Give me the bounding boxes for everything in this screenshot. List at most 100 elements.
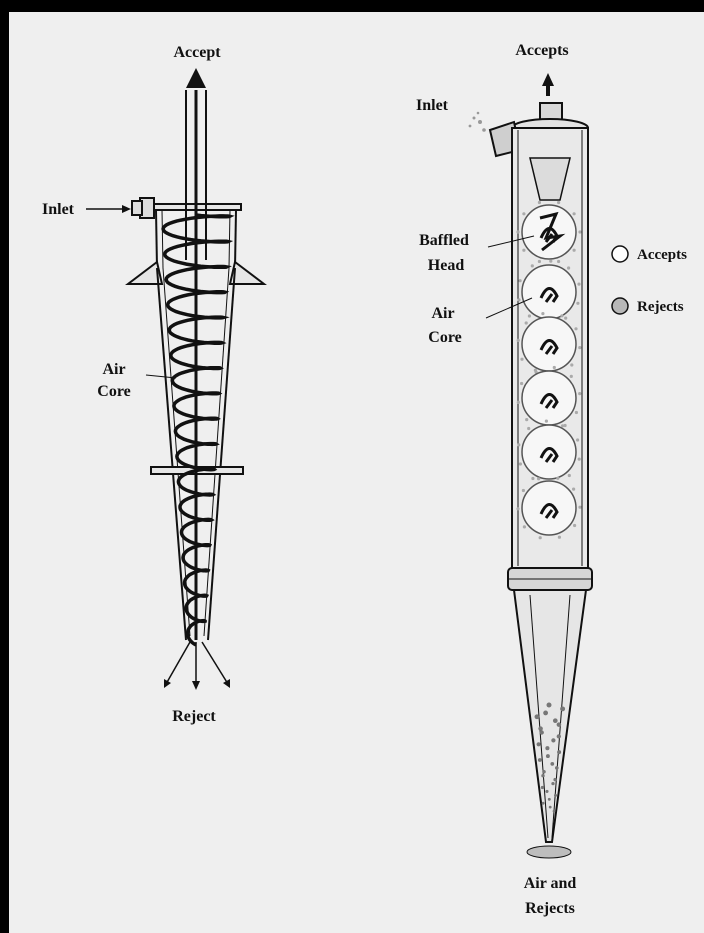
right-accepts-label: Accepts [515, 42, 568, 59]
reject-particle [539, 536, 542, 539]
reject-particle [517, 443, 520, 446]
cone-reject-particle [549, 806, 552, 809]
right-bottom-label-line2: Rejects [525, 900, 575, 917]
cone-reject-particle [548, 798, 551, 801]
cone-reject-particle [551, 738, 555, 742]
reject-particle [578, 346, 581, 349]
reject-particle [531, 477, 534, 480]
legend-rejects-swatch [612, 298, 628, 314]
left-cone-inner-right [204, 268, 229, 636]
left-cone-wall-right [208, 268, 235, 640]
vortex-chamber-ring [522, 481, 576, 535]
reject-particle [527, 427, 530, 430]
cone-reject-particle [553, 778, 556, 781]
reject-particle [570, 363, 573, 366]
left-air-core-label-line2: Core [97, 383, 130, 400]
left-cylinder-inner-right [229, 210, 230, 268]
reject-particle [567, 266, 570, 269]
reject-particle [560, 314, 563, 317]
cone-reject-particle [554, 794, 557, 797]
left-cone-wall-left [157, 268, 186, 640]
left-accept-label: Accept [173, 44, 221, 61]
cone-reject-particle [557, 750, 561, 754]
reject-particle [557, 260, 560, 263]
right-accepts-arrow [542, 73, 554, 96]
reject-particle [517, 401, 520, 404]
cone-reject-particle [551, 782, 554, 785]
reject-particle [578, 506, 581, 509]
reject-particle [573, 212, 576, 215]
reject-particle [564, 317, 567, 320]
cone-reject-particle [542, 802, 545, 805]
reject-particle [516, 230, 519, 233]
cone-reject-particle [541, 774, 544, 777]
reject-particle [549, 260, 552, 263]
reject-particle [519, 462, 522, 465]
left-accept-arrow [186, 68, 206, 88]
cone-reject-particle [550, 762, 554, 766]
reject-particle [578, 458, 581, 461]
reject-particle [517, 298, 520, 301]
reject-particle [531, 264, 534, 267]
cone-reject-particle [557, 734, 561, 738]
right-baffled-head-line1: Baffled [419, 232, 469, 249]
vortex-chamber-ring [522, 317, 576, 371]
right-air-core-line2: Core [428, 329, 461, 346]
legend-accepts-swatch [612, 246, 628, 262]
reject-particle [558, 536, 561, 539]
right-inlet-spray [469, 112, 486, 132]
vortex-chamber-ring [522, 371, 576, 425]
reject-particle [537, 477, 540, 480]
reject-particle [525, 321, 528, 324]
reject-particle [556, 477, 559, 480]
left-cylinder-wall-right [235, 210, 236, 268]
cone-reject-particle [545, 790, 548, 793]
reject-particle [545, 420, 548, 423]
left-reject-label: Reject [172, 708, 216, 725]
cone-reject-particle [535, 714, 540, 719]
cone-reject-particle [546, 754, 550, 758]
reject-particle [519, 279, 522, 282]
right-inlet-label: Inlet [416, 97, 449, 114]
reject-particle [564, 424, 567, 427]
reject-particle [520, 382, 523, 385]
reject-particle [538, 201, 541, 204]
reject-particle [577, 283, 580, 286]
reject-particle [522, 212, 525, 215]
cone-reject-particle [542, 770, 546, 774]
reject-particle [570, 375, 573, 378]
reject-particle [573, 524, 576, 527]
vortex-chamber-ring [522, 265, 576, 319]
reject-particle [576, 302, 579, 305]
cone-reject-particle [555, 766, 559, 770]
reject-particle [522, 489, 525, 492]
legend-accepts-label: Accepts [637, 247, 687, 263]
cone-reject-particle [541, 786, 544, 789]
left-inlet-arrow [86, 205, 131, 213]
reject-particle [574, 327, 577, 330]
cone-reject-particle [538, 758, 542, 762]
right-reject-pile [527, 846, 571, 858]
cone-reject-particle [538, 726, 542, 730]
reject-particle [572, 488, 575, 491]
left-cylinder-inner-left [162, 210, 163, 268]
reject-particle [553, 366, 556, 369]
cone-reject-particle [543, 710, 548, 715]
left-air-core-label-line1: Air [102, 361, 125, 378]
reject-particle [557, 201, 560, 204]
right-lower-cone [514, 590, 586, 842]
left-cylinder-wall-left [156, 210, 157, 268]
cone-reject-particle [560, 706, 565, 711]
left-inlet-label: Inlet [42, 201, 75, 218]
reject-particle [576, 438, 579, 441]
left-reject-arrows [164, 642, 230, 690]
left-inlet-flange [132, 201, 142, 215]
reject-particle [573, 249, 576, 252]
reject-particle [523, 525, 526, 528]
reject-particle [568, 474, 571, 477]
reject-particle [578, 392, 581, 395]
reject-particle [534, 369, 537, 372]
legend: Accepts Rejects [612, 246, 687, 315]
